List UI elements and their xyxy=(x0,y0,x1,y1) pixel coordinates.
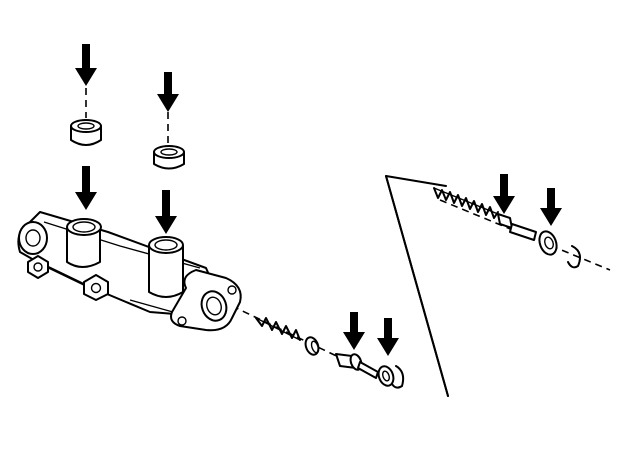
down-arrow-icon xyxy=(540,188,562,226)
secondary-piston xyxy=(335,353,395,387)
down-arrow-icon xyxy=(157,72,179,112)
down-arrow-icon xyxy=(75,166,97,210)
primary-piston xyxy=(497,213,558,256)
guide-line-main-axis xyxy=(231,305,371,373)
primary-snap-ring xyxy=(567,245,581,269)
grommet-2 xyxy=(153,145,185,170)
assembly-guide-lines xyxy=(85,88,611,373)
down-arrow-icon xyxy=(155,190,177,234)
down-arrow-icon xyxy=(75,44,97,86)
master-cylinder-body xyxy=(17,211,242,332)
secondary-piston-cup xyxy=(304,336,320,356)
grommet-1 xyxy=(70,119,102,146)
inset-panel xyxy=(385,175,449,397)
down-arrow-icon xyxy=(343,312,365,350)
down-arrow-icon xyxy=(493,174,515,214)
secondary-spring xyxy=(255,317,301,341)
snap-ring xyxy=(391,365,405,389)
arrow-layer xyxy=(75,44,562,356)
guide-line-inset-axis xyxy=(439,199,611,271)
down-arrow-icon xyxy=(377,318,399,356)
primary-spring xyxy=(433,187,499,219)
